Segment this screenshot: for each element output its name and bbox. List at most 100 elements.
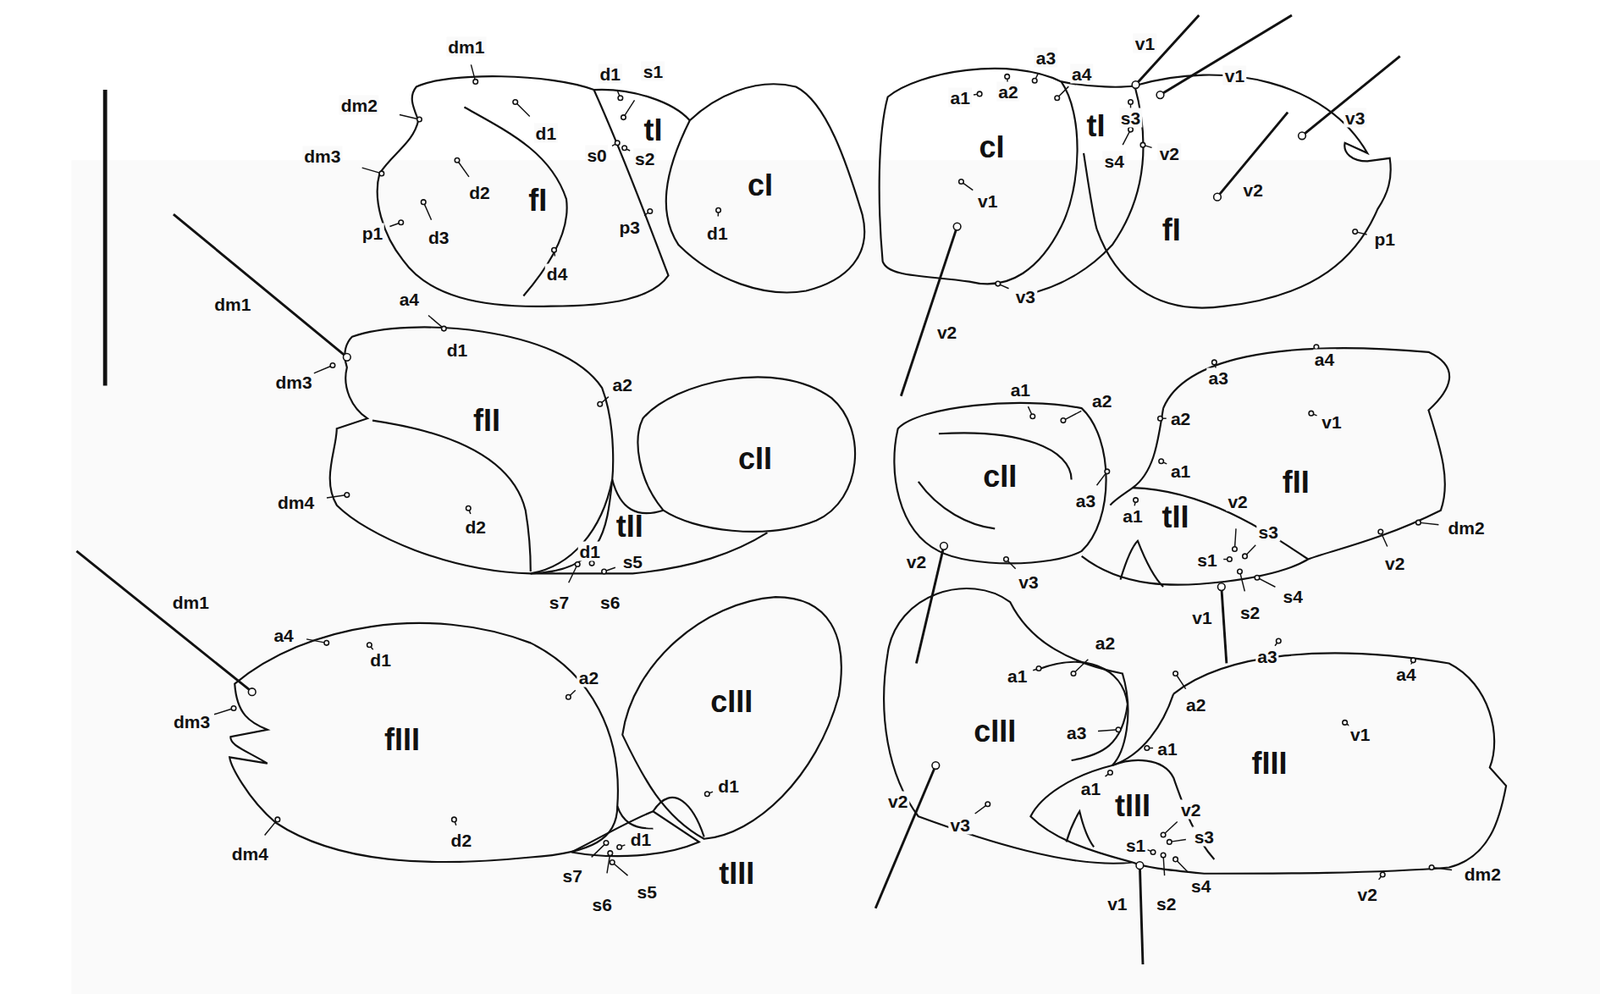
seta-label: d1: [705, 222, 730, 243]
seta-socket: [1156, 91, 1165, 100]
seta-label: d2: [463, 516, 488, 536]
seta-socket: [940, 542, 949, 551]
seta-label: s4: [1103, 151, 1126, 172]
seta-socket: [995, 281, 1001, 287]
seta: [1097, 729, 1119, 732]
seta-label: v2: [886, 791, 910, 812]
segment-label: tIII: [717, 857, 756, 890]
seta-label: v2: [1225, 491, 1249, 511]
seta-socket: [1140, 142, 1146, 148]
seta-socket: [1237, 568, 1243, 574]
seta-socket: [1060, 418, 1066, 424]
seta-socket: [1030, 413, 1036, 420]
seta-label: a4: [271, 624, 295, 645]
seta-socket: [1167, 839, 1173, 845]
seta: [1073, 659, 1088, 674]
seta-label: s0: [584, 145, 608, 166]
seta-label: p1: [1372, 229, 1397, 249]
seta-socket: [1242, 553, 1248, 559]
seta-label: s1: [1124, 835, 1148, 856]
seta-socket: [1036, 666, 1042, 672]
seta-label: a3: [1074, 490, 1098, 510]
seta-label: s2: [1154, 893, 1178, 913]
seta-socket: [1276, 638, 1282, 644]
seta-socket: [597, 402, 603, 408]
long-seta: [173, 214, 348, 358]
seta-label: dm2: [1462, 863, 1503, 883]
seta-label: s2: [633, 148, 657, 168]
seta-socket: [1158, 458, 1165, 464]
seta-label: d1: [716, 776, 741, 796]
seta: [1257, 577, 1275, 587]
seta-label: a2: [577, 667, 601, 688]
segment-label: cI: [977, 131, 1007, 164]
segment-label: tIII: [1113, 789, 1153, 823]
seta-label: dm1: [446, 37, 486, 57]
seta-socket: [1212, 359, 1218, 365]
seta-socket: [1313, 344, 1319, 350]
seta-socket: [621, 115, 627, 121]
seta: [591, 843, 607, 858]
seta-socket: [231, 706, 237, 712]
seta-socket: [454, 157, 460, 163]
seta-label: p1: [360, 222, 386, 243]
seta-socket: [1136, 861, 1144, 870]
seta-socket: [248, 688, 256, 696]
seta-socket: [1379, 871, 1385, 878]
scale-bar: [103, 89, 108, 387]
seta-label: a1: [1169, 460, 1192, 480]
seta-label: a1: [1120, 505, 1144, 525]
seta-socket: [566, 694, 572, 700]
seta-label: s5: [621, 551, 645, 571]
seta: [515, 102, 530, 117]
seta-label: p3: [617, 216, 642, 237]
seta-socket: [1254, 574, 1260, 580]
seta-label: s6: [590, 893, 613, 914]
seta-socket: [1411, 657, 1417, 663]
seta: [623, 99, 635, 117]
seta-label: a1: [1005, 665, 1029, 685]
long-seta: [1302, 55, 1401, 136]
seta: [264, 819, 278, 836]
seta-label: a2: [1169, 408, 1192, 429]
seta-label: d1: [368, 649, 393, 669]
seta-socket: [1227, 557, 1233, 563]
seta-socket: [617, 844, 623, 850]
seta: [1234, 528, 1236, 549]
seta-label: v3: [1016, 572, 1040, 592]
seta-socket: [1416, 519, 1422, 525]
seta-label: a4: [1394, 663, 1418, 684]
long-seta: [875, 765, 936, 909]
seta-label: a2: [1184, 694, 1208, 714]
seta-socket: [574, 562, 580, 568]
seta-socket: [603, 840, 609, 846]
seta-socket: [1308, 410, 1314, 416]
long-seta: [900, 226, 957, 397]
segment-label: tI: [641, 114, 664, 147]
seta-label: s3: [1192, 827, 1216, 847]
seta-label: dm1: [212, 294, 253, 315]
seta-label: v3: [1343, 107, 1367, 127]
seta-socket: [1004, 557, 1010, 563]
seta-label: dm2: [1446, 518, 1487, 538]
seta-socket: [344, 492, 350, 498]
seta-socket: [1004, 74, 1010, 80]
seta-label: d4: [545, 264, 570, 284]
seta-label: v2: [1158, 143, 1181, 163]
seta: [1417, 522, 1439, 525]
seta-socket: [324, 640, 330, 646]
seta: [457, 160, 469, 177]
seta-socket: [959, 179, 965, 185]
seta-label: s7: [547, 592, 571, 613]
seta-socket: [1232, 546, 1238, 552]
seta-label: v2: [1241, 180, 1264, 200]
seta-socket: [1378, 529, 1384, 535]
seta-socket: [330, 363, 336, 369]
seta-socket: [1217, 583, 1225, 591]
seta-label: s3: [1119, 107, 1143, 127]
segment-label: tII: [1160, 501, 1192, 534]
seta-socket: [1173, 856, 1179, 862]
seta-socket: [1108, 770, 1114, 776]
segment-label: fI: [1160, 214, 1183, 247]
seta-label: v1: [1105, 893, 1129, 913]
